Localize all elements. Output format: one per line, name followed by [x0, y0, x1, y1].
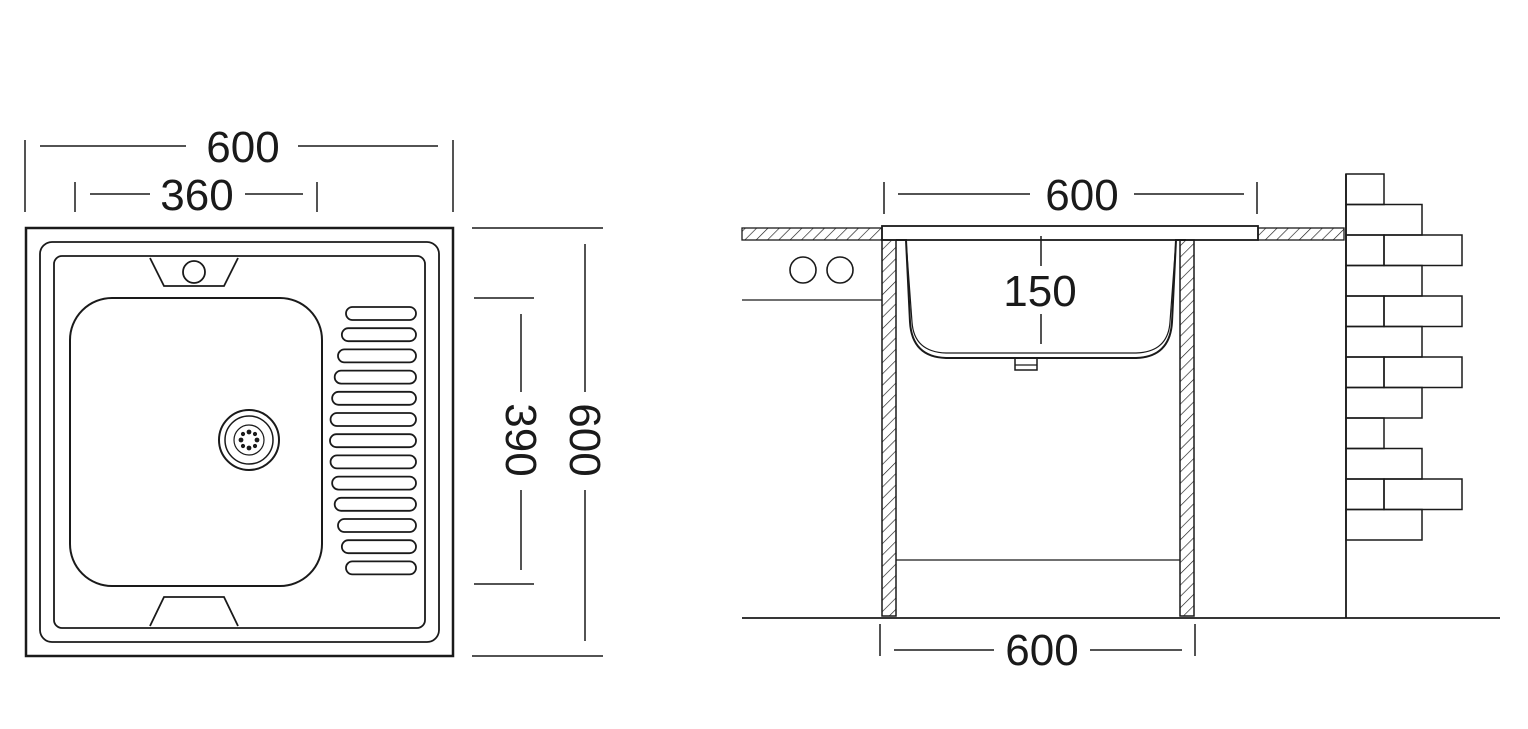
drainer-rib: [333, 369, 417, 385]
top-view: 600 360: [24, 123, 609, 658]
sink-rim-inner-edge: [39, 241, 440, 643]
bowl-width-label: 360: [160, 171, 233, 220]
bowl-height-label: 150: [1003, 267, 1076, 316]
side-sink-width-dimension: 600: [883, 171, 1258, 220]
sink-outer-rim: [24, 226, 455, 658]
drainer-rib: [331, 390, 417, 406]
bottom-tab: [149, 596, 239, 627]
cabinet-width-dimension: 600: [879, 624, 1196, 675]
drainer-rib: [329, 454, 417, 470]
drainer-rib: [345, 306, 417, 321]
drainer-rib: [329, 433, 417, 449]
brick-wall: [1345, 173, 1463, 541]
brick: [1383, 356, 1463, 389]
drainer-rib: [340, 327, 417, 343]
brick: [1345, 478, 1385, 511]
brick: [1345, 447, 1423, 480]
drain-strainer: [218, 409, 280, 471]
drain-outlet: [1014, 357, 1038, 371]
drainer-rib: [337, 348, 417, 364]
side-view: 600 150: [741, 171, 1500, 675]
cabinet-width-label: 600: [1005, 626, 1078, 675]
top-width-dimension: 600: [24, 123, 454, 212]
brick: [1345, 508, 1423, 541]
brick: [1345, 295, 1385, 328]
top-width-label: 600: [206, 123, 279, 172]
pipe-left: [789, 256, 817, 284]
sink-deck: [53, 255, 426, 629]
bowl-height-dimension: 150: [1003, 236, 1077, 344]
cabinet-wall-right: [1179, 239, 1195, 617]
drainer-rib: [329, 412, 417, 427]
overflow-tab: [149, 257, 239, 287]
sink-bowl: [69, 297, 323, 587]
brick: [1383, 295, 1463, 328]
drainer-rib: [345, 560, 417, 576]
pipe-right: [826, 256, 854, 284]
brick: [1345, 386, 1423, 419]
bowl-depth-dimension: 390: [474, 297, 545, 585]
brick: [1345, 234, 1385, 267]
brick: [1345, 203, 1423, 236]
tap-hole: [182, 260, 206, 284]
brick: [1383, 234, 1463, 267]
bowl-depth-label: 390: [496, 403, 545, 476]
brick: [1345, 264, 1423, 297]
brick: [1345, 173, 1385, 206]
top-depth-label: 600: [560, 403, 609, 476]
brick: [1345, 417, 1385, 450]
drainer-rib: [333, 496, 417, 512]
drainer-rib: [337, 518, 417, 533]
bowl-width-dimension: 360: [74, 171, 318, 220]
brick: [1345, 356, 1385, 389]
countertop-right: [1257, 227, 1345, 241]
top-depth-dimension: 600: [472, 227, 609, 657]
sink-bowl-inner-profile: [905, 239, 1177, 354]
sink-bowl-profile: [896, 239, 1186, 359]
brick: [1345, 325, 1423, 358]
brick: [1383, 478, 1463, 511]
drainer-ribs: [329, 306, 417, 576]
drainer-rib: [331, 475, 417, 491]
cabinet-wall-left: [881, 239, 897, 617]
side-sink-width-label: 600: [1045, 171, 1118, 220]
countertop-left: [741, 227, 883, 241]
sink-rim-side: [881, 225, 1259, 241]
drainer-rib: [340, 539, 417, 555]
